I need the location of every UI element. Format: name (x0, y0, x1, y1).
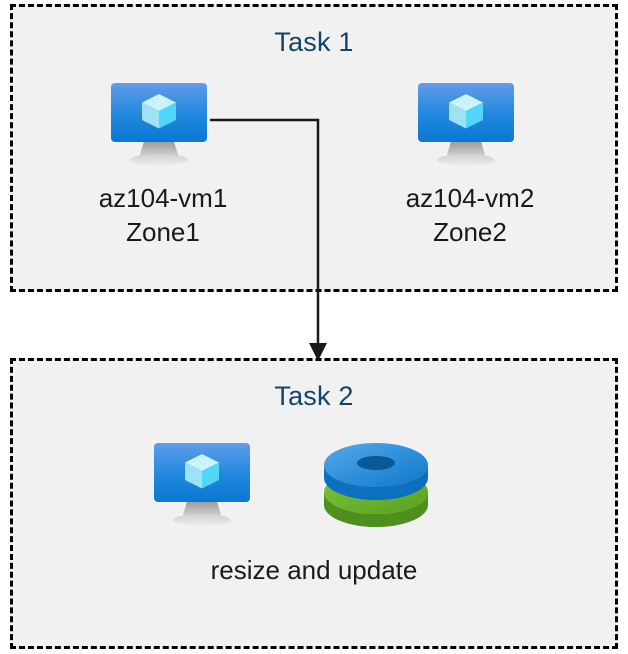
node-az104-vm2: az104-vm2 Zone2 (350, 80, 590, 249)
managed-disks-icon (324, 443, 428, 527)
node-label-az104-vm1: az104-vm1 Zone1 (98, 183, 228, 247)
task-2-container (10, 358, 618, 649)
task-2-title: Task 2 (274, 381, 354, 411)
task-1-title: Task 1 (274, 27, 354, 57)
virtual-machine-icon (154, 443, 250, 526)
virtual-machine-icon (418, 83, 514, 166)
node-az104-vm1: az104-vm1 Zone1 (43, 80, 283, 249)
virtual-machine-icon (111, 83, 207, 166)
task-2-caption: resize and update (210, 555, 418, 585)
task-2-icon-row (140, 436, 460, 536)
node-label-az104-vm2: az104-vm2 Zone2 (405, 183, 535, 247)
